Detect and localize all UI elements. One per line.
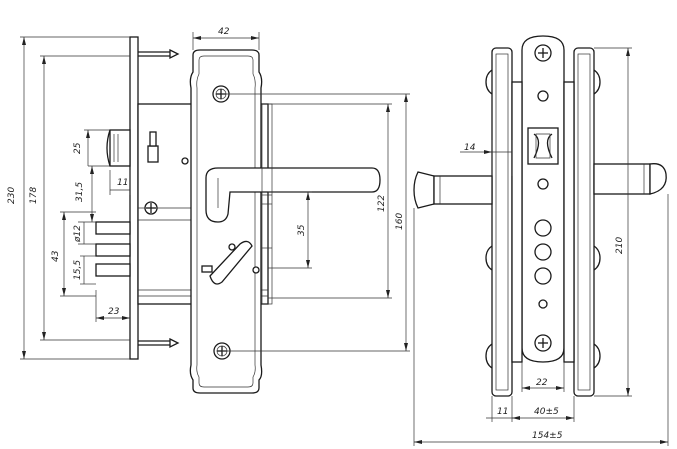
dim-15-5: 15,5 xyxy=(73,260,83,280)
side-screw-top-icon xyxy=(534,44,552,62)
dim-122: 122 xyxy=(377,195,387,212)
thumb-turn xyxy=(201,240,260,285)
dim-14: 14 xyxy=(464,143,476,153)
dim-210: 210 xyxy=(615,237,625,254)
dim-43: 43 xyxy=(51,250,61,262)
side-view: 14 210 22 11 40±5 154±5 xyxy=(413,35,669,446)
dim-31-5: 31,5 xyxy=(75,182,85,202)
dim-178: 178 xyxy=(29,187,39,204)
dimension-lines-front xyxy=(20,32,410,360)
lever-handle xyxy=(205,167,381,223)
dim-25: 25 xyxy=(73,142,83,154)
dim-160: 160 xyxy=(395,213,405,230)
dim-40: 40±5 xyxy=(534,407,559,417)
dim-35: 35 xyxy=(297,224,307,236)
lock-faceplate xyxy=(129,36,139,360)
screw-icon xyxy=(144,201,158,215)
dead-bolts xyxy=(95,221,131,277)
center-faceplate xyxy=(521,35,565,363)
side-screw-bottom-icon xyxy=(534,334,552,352)
latch-bolt xyxy=(106,129,131,167)
front-view: 230 178 42 25 11 31,5 ø12 43 15,5 23 35 … xyxy=(7,27,410,394)
dim-11-front: 11 xyxy=(117,178,128,188)
dim-total-height: 230 xyxy=(7,187,17,204)
handle-escutcheon-plate xyxy=(189,49,263,394)
handle-left xyxy=(413,171,493,209)
outer-plate-left xyxy=(491,47,513,397)
dim-d12: ø12 xyxy=(73,225,83,243)
mounting-screw-top xyxy=(138,48,180,60)
dim-42: 42 xyxy=(218,27,230,37)
dim-22: 22 xyxy=(536,378,548,388)
dimension-lines-side xyxy=(413,47,669,446)
handle-right xyxy=(593,163,667,195)
outer-plate-right xyxy=(573,47,595,397)
dim-23: 23 xyxy=(108,307,120,317)
mounting-screw-bottom xyxy=(138,337,180,349)
dim-154: 154±5 xyxy=(532,431,563,441)
dim-11-side: 11 xyxy=(497,407,508,417)
bolt-holes xyxy=(534,219,552,309)
